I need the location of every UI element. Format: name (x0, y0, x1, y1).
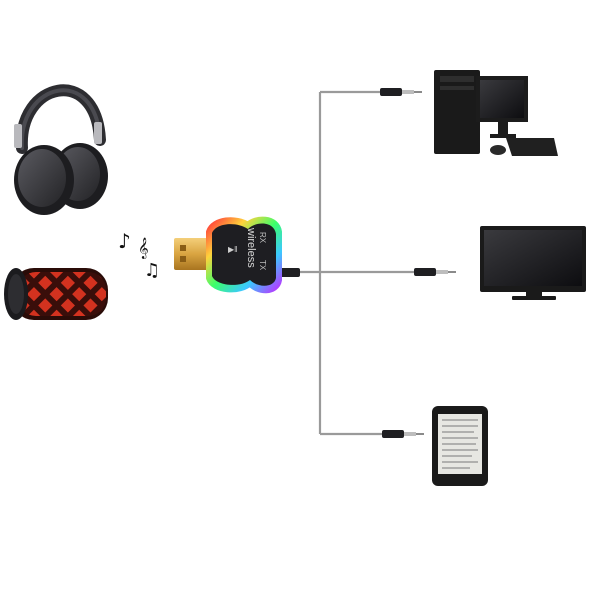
music-notes: ♪ 𝄞 ♫ (118, 229, 160, 281)
aux-jack-icon (414, 268, 456, 276)
adapter-body (212, 223, 276, 286)
mode-rx-label: RX (258, 232, 267, 244)
music-note-icon: ♪ (118, 229, 131, 253)
music-note-icon: ♫ (144, 260, 160, 281)
music-note-icon: 𝄞 (138, 238, 149, 259)
headphones-icon (14, 84, 108, 215)
aux-jack-icon (380, 88, 422, 96)
cable-tree (298, 90, 416, 436)
aux-jack-icon (382, 430, 424, 438)
mode-tx-label: TX (258, 260, 267, 271)
tv-icon (480, 226, 586, 300)
bluetooth-speaker-icon (4, 268, 108, 320)
rgb-led-ring (206, 216, 282, 294)
play-pause-icon: ▶‖ (228, 245, 237, 254)
ereader-icon (432, 406, 488, 486)
bluetooth-adapter: ▶‖ wireless TX RX (174, 216, 282, 294)
brand-label: wireless (245, 227, 257, 268)
desktop-computer-icon (434, 70, 558, 156)
